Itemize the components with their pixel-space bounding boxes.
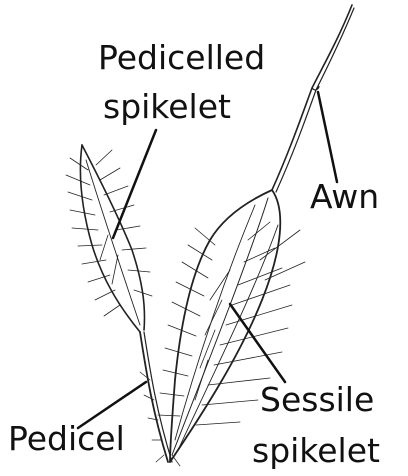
sessile-spikelet-label-line1: Sessile <box>260 380 374 420</box>
awn-label: Awn <box>310 177 379 217</box>
pedicelled-spikelet-label-line2: spikelet <box>103 87 231 127</box>
pedicel-label: Pedicel <box>8 419 125 459</box>
awn-leader-line <box>318 92 337 182</box>
awn-drawing <box>272 5 354 192</box>
pedicelled-leader-line <box>113 130 156 238</box>
sessile-spikelet-label-line2: spikelet <box>252 431 380 471</box>
sessile-spikelet-drawing <box>158 190 305 462</box>
pedicelled-spikelet-label-line1: Pedicelled <box>98 38 265 78</box>
